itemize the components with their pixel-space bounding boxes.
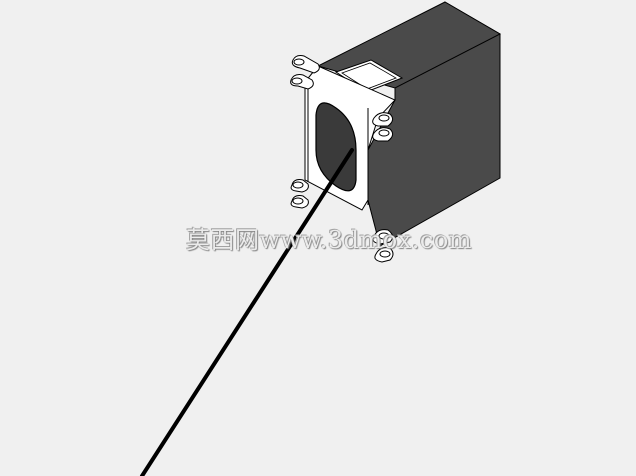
mounting-bracket-icon xyxy=(290,179,309,209)
cable-line-icon xyxy=(140,148,354,476)
mounting-bracket-icon xyxy=(290,55,320,90)
mounting-bracket-icon xyxy=(372,229,394,263)
oval-opening xyxy=(315,102,357,192)
watermark-text: 莫西网www.3dmox.com xyxy=(186,226,473,254)
mounting-bracket-icon xyxy=(372,112,394,142)
